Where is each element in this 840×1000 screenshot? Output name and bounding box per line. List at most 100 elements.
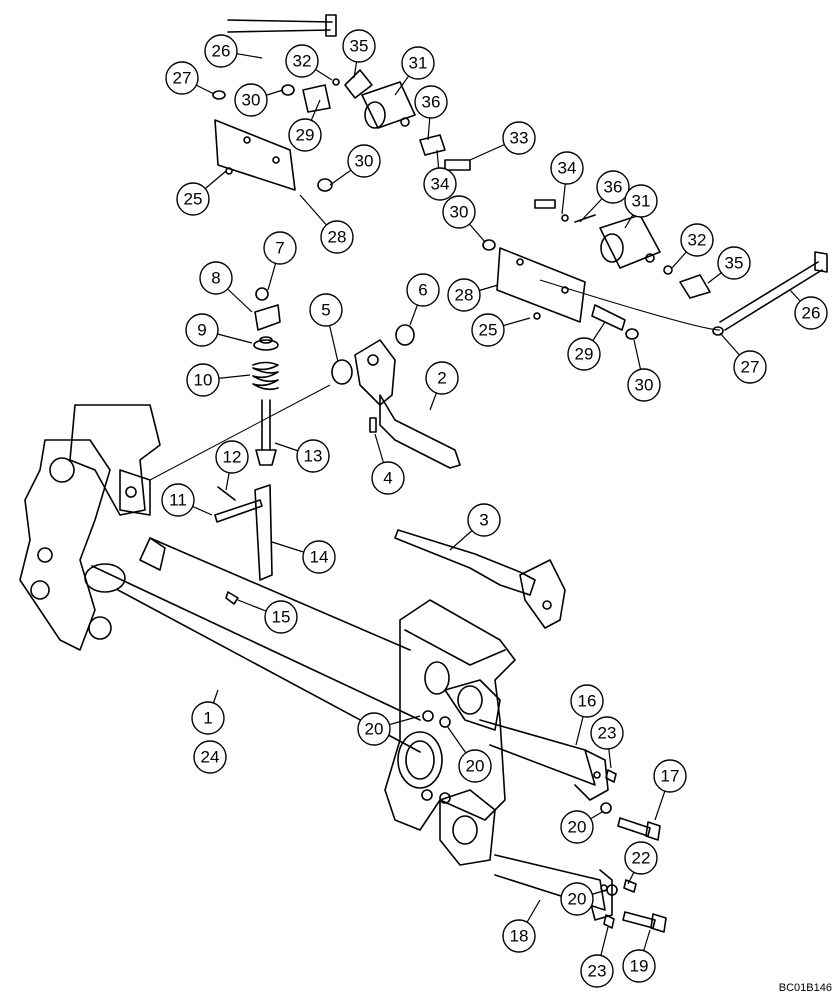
callout-balloon xyxy=(342,29,376,63)
callout-29: 29 xyxy=(288,99,322,152)
callout-9: 9 xyxy=(185,313,253,347)
callout-number: 35 xyxy=(350,37,369,56)
callout-6: 6 xyxy=(406,273,440,326)
callout-number: 36 xyxy=(604,178,623,197)
callout-number: 32 xyxy=(293,52,312,71)
callout-number: 29 xyxy=(296,126,315,145)
callout-balloon xyxy=(627,368,661,402)
callout-26: 26 xyxy=(204,34,263,68)
small-hardware xyxy=(225,591,637,929)
callout-balloon xyxy=(193,740,227,774)
callout-number: 26 xyxy=(212,42,231,61)
pin-11 xyxy=(214,486,263,523)
callout-24: 24 xyxy=(193,740,227,774)
callout-5: 5 xyxy=(309,293,343,363)
callout-balloon xyxy=(347,144,381,178)
callout-27: 27 xyxy=(165,61,215,95)
callout-balloon xyxy=(186,363,220,397)
callout-balloon xyxy=(191,701,225,735)
callout-number: 20 xyxy=(466,757,485,776)
callout-number: 26 xyxy=(802,304,821,323)
callout-number: 5 xyxy=(321,301,330,320)
callout-number: 33 xyxy=(510,129,529,148)
callout-35: 35 xyxy=(342,29,376,79)
callout-balloon xyxy=(624,184,658,218)
callout-13: 13 xyxy=(274,439,330,473)
callout-number: 35 xyxy=(725,254,744,273)
callout-balloon xyxy=(371,461,405,495)
callout-1: 1 xyxy=(191,689,225,735)
callout-15: 15 xyxy=(237,599,298,634)
callout-number: 25 xyxy=(479,321,498,340)
callout-balloon xyxy=(794,296,828,330)
callout-balloon xyxy=(288,118,322,152)
callout-number: 20 xyxy=(568,890,587,909)
callout-number: 3 xyxy=(479,511,488,530)
callout-3: 3 xyxy=(449,503,501,551)
callout-number: 28 xyxy=(328,228,347,247)
callout-25: 25 xyxy=(176,170,227,216)
frame-right-plate xyxy=(384,599,516,866)
callout-number: 4 xyxy=(383,469,392,488)
callout-27: 27 xyxy=(719,332,767,384)
callout-number: 28 xyxy=(455,286,474,305)
callout-balloon xyxy=(570,684,604,718)
callout-balloon xyxy=(406,273,440,307)
callout-balloon xyxy=(425,361,459,395)
callout-number: 20 xyxy=(365,720,384,739)
callout-number: 17 xyxy=(661,767,680,786)
pin-18 xyxy=(494,854,613,921)
callout-number: 32 xyxy=(688,231,707,250)
callout-number: 22 xyxy=(632,849,651,868)
callout-20: 20 xyxy=(357,712,421,746)
callout-number: 15 xyxy=(272,608,291,627)
callout-30: 30 xyxy=(329,144,381,186)
callout-number: 30 xyxy=(450,203,469,222)
callout-balloon xyxy=(560,810,594,844)
callout-number: 10 xyxy=(194,371,213,390)
callout-number: 30 xyxy=(635,376,654,395)
callout-36: 36 xyxy=(414,85,448,141)
callout-number: 30 xyxy=(242,91,261,110)
callout-16: 16 xyxy=(570,684,604,746)
callout-30: 30 xyxy=(627,339,661,402)
callout-balloon xyxy=(580,954,614,988)
callout-34: 34 xyxy=(423,149,457,201)
callout-number: 6 xyxy=(418,281,427,300)
callout-25: 25 xyxy=(471,313,531,347)
callout-number: 24 xyxy=(201,748,220,767)
callout-balloon xyxy=(161,483,195,517)
callout-number: 9 xyxy=(197,321,206,340)
callout-balloon xyxy=(550,151,584,185)
callout-balloon xyxy=(567,337,601,371)
callout-balloon xyxy=(234,83,268,117)
callout-number: 11 xyxy=(169,491,187,510)
callout-number: 34 xyxy=(431,175,450,194)
callout-balloon xyxy=(622,949,656,983)
callout-balloon xyxy=(185,313,219,347)
callout-29: 29 xyxy=(567,321,606,371)
frame-left-plate xyxy=(19,404,161,651)
callout-balloon xyxy=(423,167,457,201)
callout-balloon xyxy=(680,223,714,257)
callout-10: 10 xyxy=(186,363,251,397)
callout-balloon xyxy=(264,600,298,634)
callout-balloon xyxy=(717,246,751,280)
link-line xyxy=(149,384,331,481)
callout-number: 19 xyxy=(630,957,649,976)
callout-number: 1 xyxy=(203,709,212,728)
callout-number: 23 xyxy=(588,962,607,981)
callout-balloon xyxy=(357,712,391,746)
callout-28: 28 xyxy=(299,194,354,254)
callout-balloon xyxy=(414,85,448,119)
callout-balloon xyxy=(653,759,687,793)
callout-23: 23 xyxy=(580,926,614,988)
callout-number: 31 xyxy=(409,54,428,73)
callout-number: 23 xyxy=(598,724,617,743)
bracket-assembly-right xyxy=(482,199,828,340)
callout-number: 27 xyxy=(173,69,192,88)
handle-3 xyxy=(394,529,566,629)
callout-balloon xyxy=(215,440,249,474)
callout-2: 2 xyxy=(425,361,459,411)
